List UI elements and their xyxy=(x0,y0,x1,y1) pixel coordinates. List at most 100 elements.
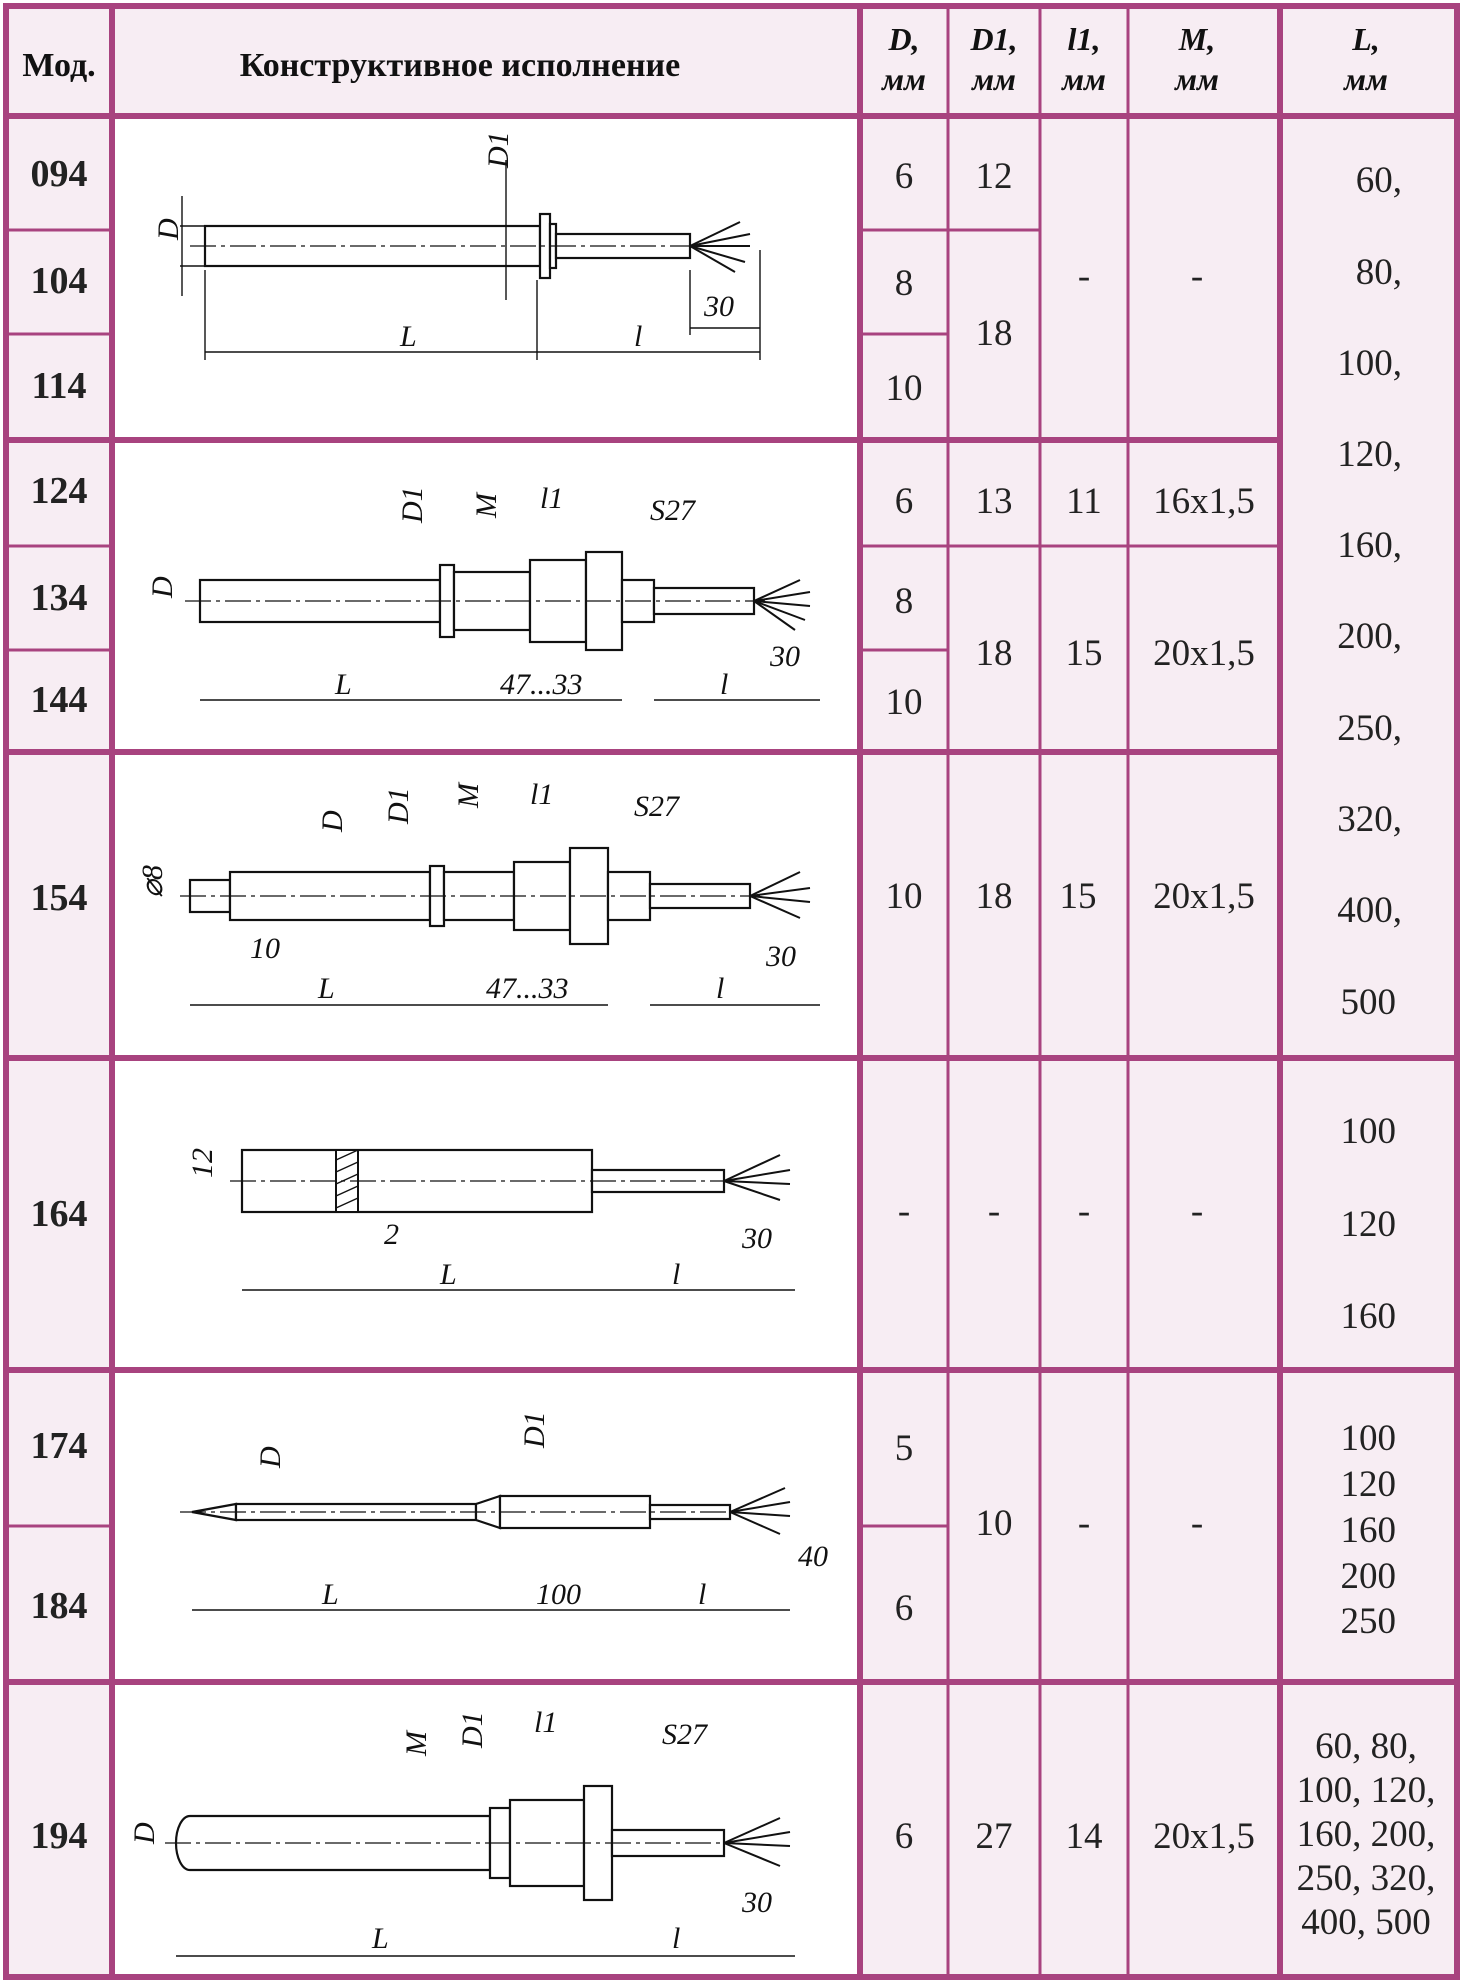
dim-40: 40 xyxy=(798,1540,828,1573)
header-L-unit: мм xyxy=(1342,61,1388,97)
drawing-probe-164: 12 2 L l 30 xyxy=(186,1148,795,1291)
D-134: 8 xyxy=(895,581,914,622)
dim-S27: S27 xyxy=(662,1718,709,1751)
D1-154: 18 xyxy=(976,876,1013,917)
D1-174-184: 10 xyxy=(976,1503,1013,1544)
dim-l: l xyxy=(698,1578,706,1611)
L-174-value: 200 xyxy=(1341,1556,1397,1597)
D1-104-114: 18 xyxy=(976,313,1013,354)
model-144: 144 xyxy=(31,679,88,721)
dim-100: 100 xyxy=(536,1578,581,1611)
D-174: 5 xyxy=(895,1428,914,1469)
dim-D1: D1 xyxy=(382,787,415,825)
model-114: 114 xyxy=(32,365,87,407)
M-164: - xyxy=(1191,1191,1203,1232)
dim-l: l xyxy=(672,1258,680,1291)
dim-D: D xyxy=(254,1446,287,1469)
M-134-144: 20x1,5 xyxy=(1153,633,1255,674)
dim-10: 10 xyxy=(250,932,280,965)
L-value: 60, xyxy=(1356,160,1402,201)
L-194-value: 250, 320, xyxy=(1297,1858,1436,1899)
dim-D1: D1 xyxy=(482,131,515,169)
dim-12: 12 xyxy=(186,1148,219,1178)
dim-D: D xyxy=(152,218,185,241)
dim-30: 30 xyxy=(703,290,734,323)
dim-l1: l1 xyxy=(534,1706,557,1739)
L-174-value: 250 xyxy=(1341,1601,1397,1642)
D-184: 6 xyxy=(895,1588,914,1629)
model-104: 104 xyxy=(31,260,88,302)
dim-D: D xyxy=(316,810,349,833)
dim-L: L xyxy=(317,972,335,1005)
dim-l1: l1 xyxy=(530,778,553,811)
drawing-probe-094-114: D D1 L l 30 xyxy=(152,131,761,360)
l1-154: 15 xyxy=(1060,876,1097,917)
drawing-probe-154: ⌀8 D D1 M l1 S27 10 L 47...33 l 30 xyxy=(136,778,820,1006)
D1-094: 12 xyxy=(976,156,1013,197)
model-174: 174 xyxy=(31,1425,88,1467)
dim-D1: D1 xyxy=(396,486,429,524)
M-094-114: - xyxy=(1191,256,1203,297)
L-value: 160, xyxy=(1337,525,1402,566)
dim-30: 30 xyxy=(741,1886,772,1919)
L-164-value: 120 xyxy=(1341,1204,1397,1245)
L-194-value: 100, 120, xyxy=(1297,1770,1436,1811)
M-174-184: - xyxy=(1191,1503,1203,1544)
L-164-value: 100 xyxy=(1341,1111,1397,1152)
M-154: 20x1,5 xyxy=(1153,876,1255,917)
header-M: M, xyxy=(1178,21,1215,57)
dim-range: 47...33 xyxy=(486,972,569,1005)
dim-L: L xyxy=(321,1578,339,1611)
header-D-unit: мм xyxy=(880,61,926,97)
D1-164: - xyxy=(988,1191,1000,1232)
drawing-column-background xyxy=(112,6,860,1977)
table-grid xyxy=(3,3,1460,1980)
L-value: 500 xyxy=(1341,982,1397,1023)
header-mod: Мод. xyxy=(22,47,95,84)
D-104: 8 xyxy=(895,263,914,304)
dim-L: L xyxy=(439,1258,457,1291)
L-174-value: 100 xyxy=(1341,1418,1397,1459)
dim-l: l xyxy=(672,1922,680,1955)
M-124: 16x1,5 xyxy=(1153,481,1255,522)
dim-phi8: ⌀8 xyxy=(136,865,169,898)
l1-134-144: 15 xyxy=(1066,633,1103,674)
model-164: 164 xyxy=(31,1193,88,1235)
D1-134-144: 18 xyxy=(976,633,1013,674)
dim-l1: l1 xyxy=(540,482,563,515)
model-134: 134 xyxy=(31,577,88,619)
dim-L: L xyxy=(334,668,352,701)
dim-S27: S27 xyxy=(634,790,681,823)
dim-l: l xyxy=(720,668,728,701)
header-D: D, xyxy=(887,21,919,57)
header-L: L, xyxy=(1351,21,1380,57)
L-174-value: 160 xyxy=(1341,1510,1397,1551)
L-value: 100, xyxy=(1337,343,1402,384)
drawing-probe-194: D M D1 l1 S27 L l 30 xyxy=(128,1706,795,1957)
dim-D: D xyxy=(146,576,179,599)
L-174-value: 120 xyxy=(1341,1464,1397,1505)
model-124: 124 xyxy=(31,470,88,512)
dim-range: 47...33 xyxy=(500,668,583,701)
L-value: 250, xyxy=(1337,708,1402,749)
dim-l: l xyxy=(634,320,642,353)
drawing-probe-174-184: D D1 L 100 l 40 xyxy=(180,1411,828,1611)
L-value: 400, xyxy=(1337,890,1402,931)
l1-164: - xyxy=(1078,1191,1090,1232)
L-value: 80, xyxy=(1356,252,1402,293)
l1-124: 11 xyxy=(1066,481,1102,522)
M-194: 20x1,5 xyxy=(1153,1816,1255,1857)
L-value: 200, xyxy=(1337,616,1402,657)
header-D1-unit: мм xyxy=(970,61,1016,97)
D-114: 10 xyxy=(886,368,923,409)
D-144: 10 xyxy=(886,682,923,723)
dim-30: 30 xyxy=(741,1222,772,1255)
l1-094-114: - xyxy=(1078,256,1090,297)
dim-l: l xyxy=(716,972,724,1005)
model-154: 154 xyxy=(31,877,88,919)
header-l1-unit: мм xyxy=(1060,61,1106,97)
dim-30: 30 xyxy=(769,640,800,673)
L-194-value: 400, 500 xyxy=(1301,1902,1431,1943)
